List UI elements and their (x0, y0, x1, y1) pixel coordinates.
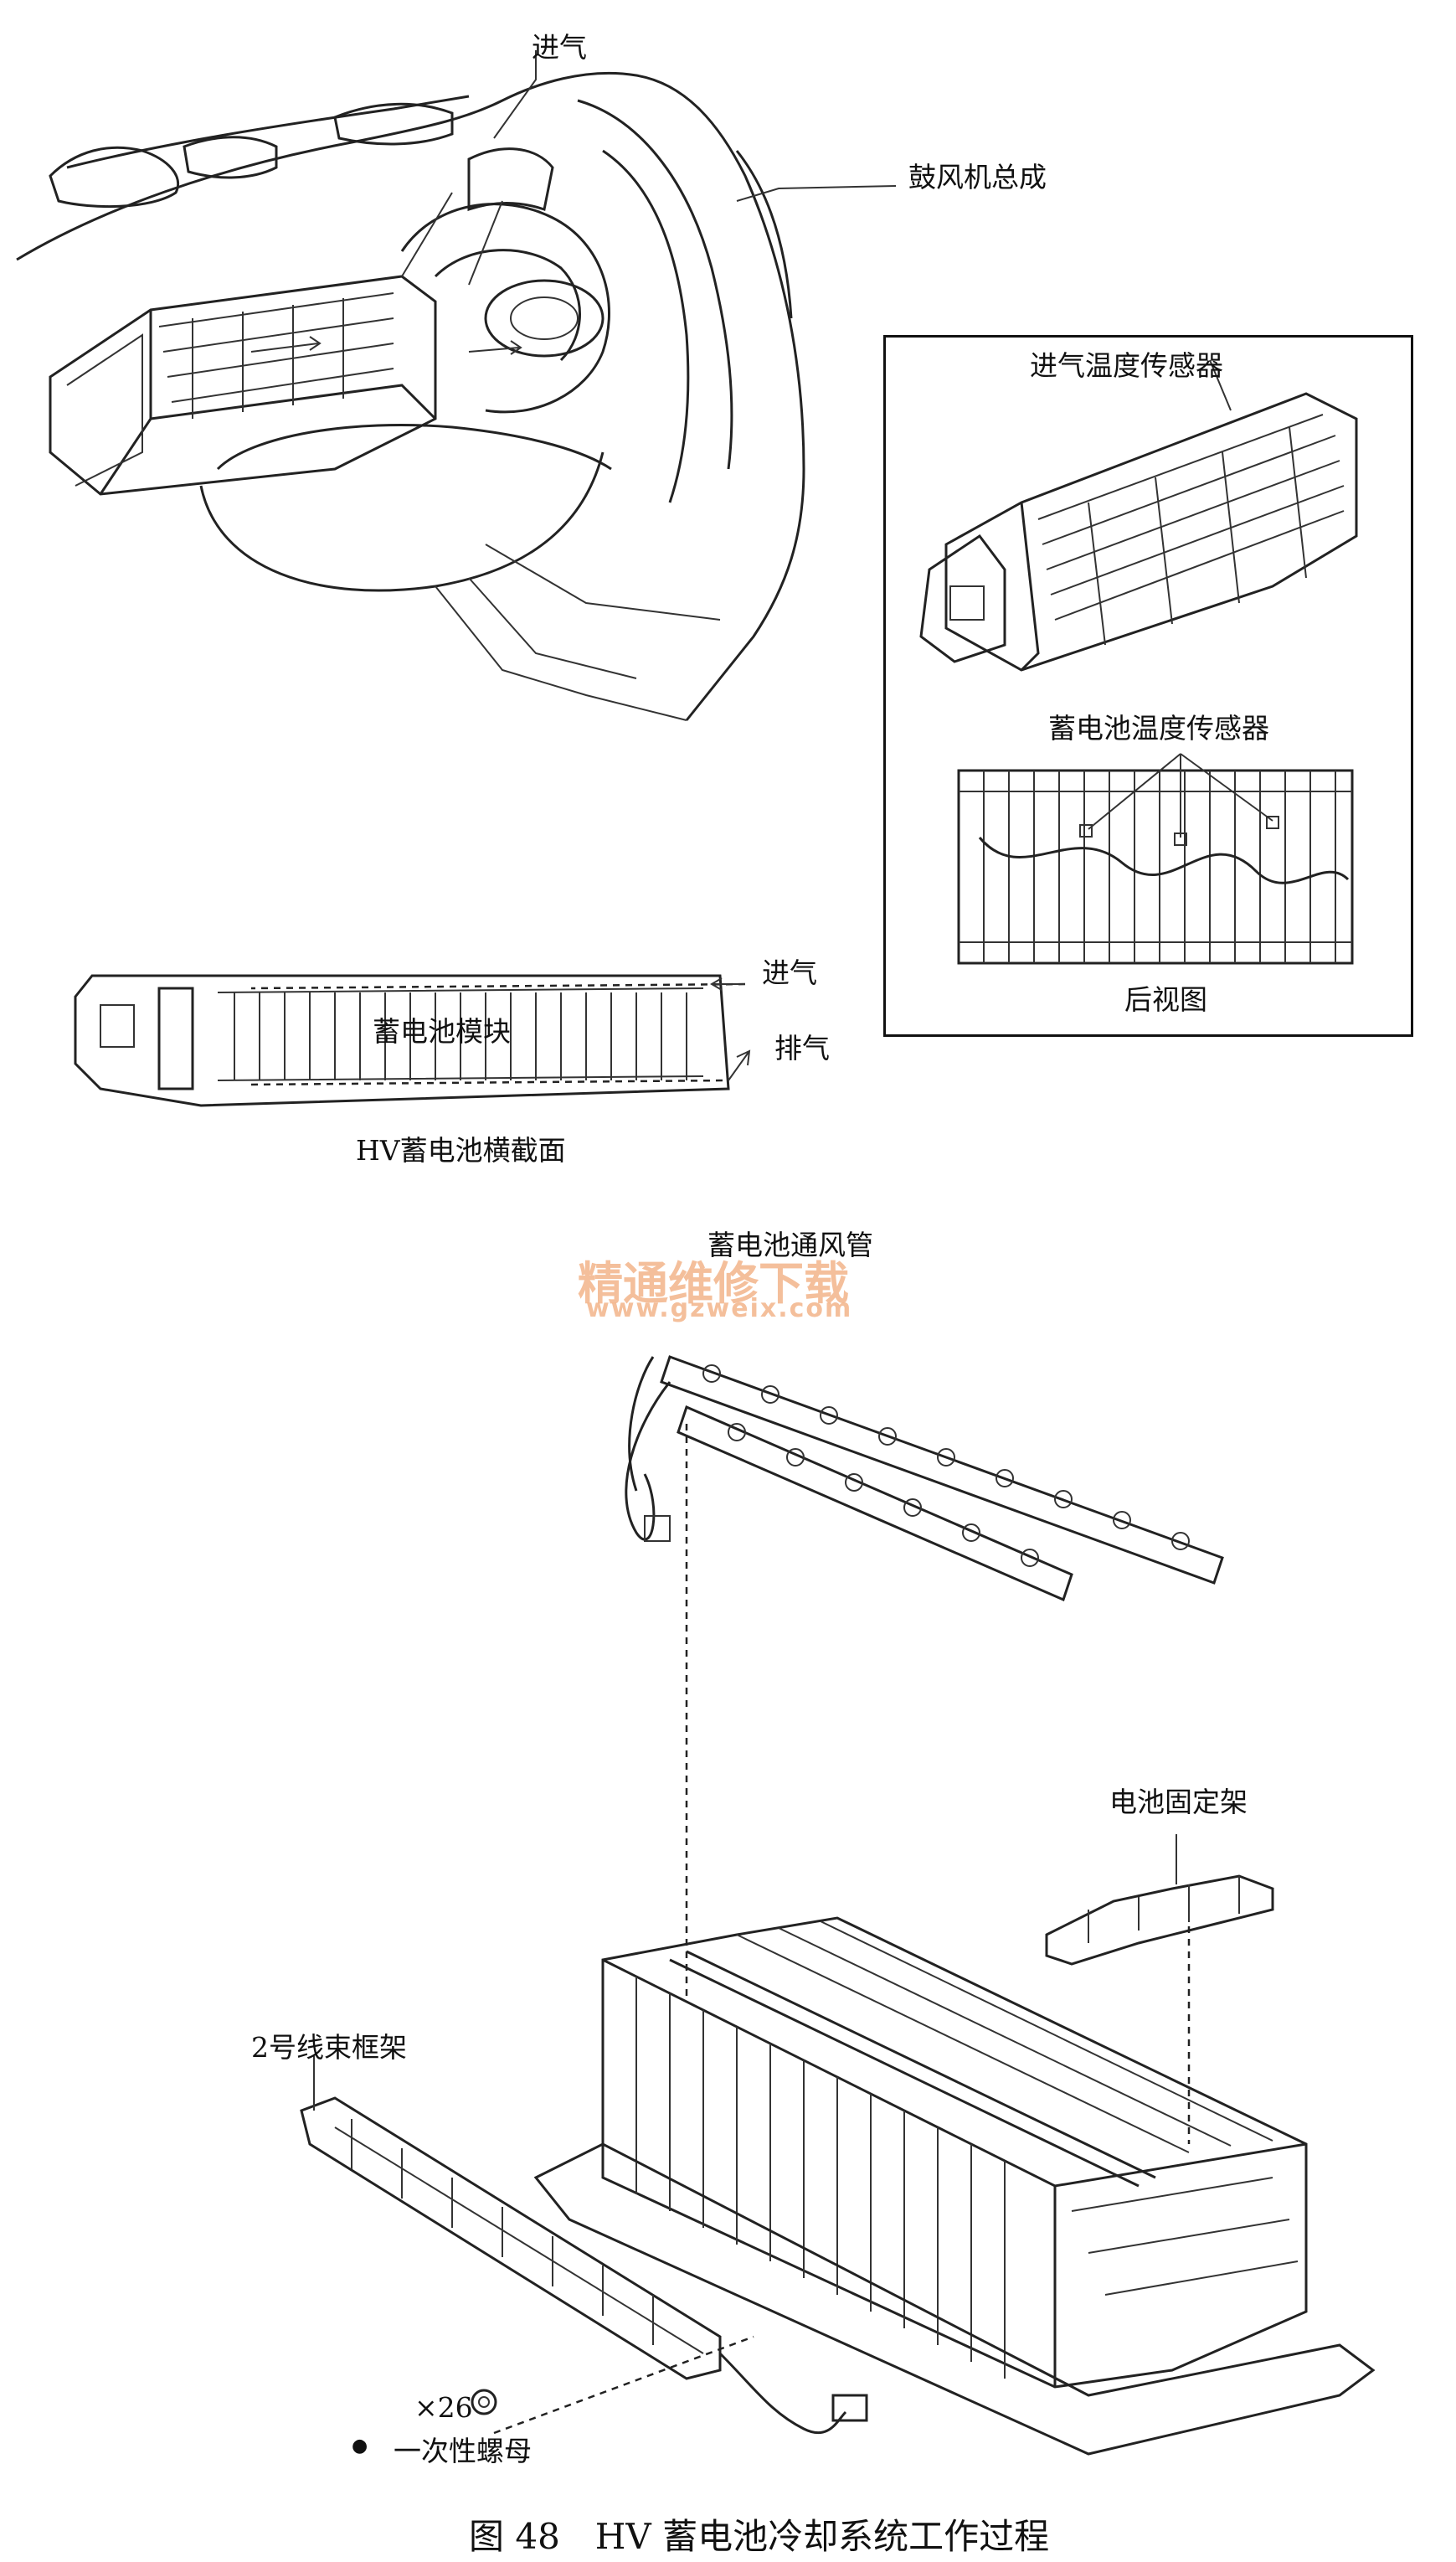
label-nut-count: ×26 (414, 2391, 473, 2424)
label-battery-temp-sensor: 蓄电池温度传感器 (1048, 712, 1269, 745)
label-cross-section: HV蓄电池横截面 (356, 1134, 566, 1167)
nut-bullet: ● (352, 2436, 368, 2456)
sensor-inset-drawing (919, 359, 1358, 965)
bracket-drawing (1045, 1834, 1274, 2144)
harness-frame-drawing (300, 2056, 868, 2435)
label-vent-duct: 蓄电池通风管 (707, 1229, 873, 1261)
battery-assembly-drawing (533, 1916, 1376, 2456)
watermark-cn: 精通维修下载 (578, 1257, 849, 1310)
trunk-illustration (16, 50, 897, 721)
watermark-url: www.gzweix.com (586, 1294, 853, 1323)
label-rear-view: 后视图 (1124, 983, 1207, 1016)
sensor-inset-frame (883, 335, 1413, 1037)
label-exhaust-side: 排气 (774, 1032, 830, 1064)
label-disposable-nut: 一次性螺母 (394, 2435, 532, 2467)
cross-section-drawing (74, 974, 751, 1107)
label-battery-module: 蓄电池模块 (373, 1015, 511, 1048)
label-intake-temp-sensor: 进气温度传感器 (1030, 349, 1223, 382)
label-battery-bracket: 电池固定架 (1109, 1786, 1248, 1818)
label-intake-side: 进气 (762, 956, 817, 989)
label-intake-top: 进气 (532, 31, 587, 64)
label-blower-assembly: 鼓风机总成 (908, 161, 1047, 193)
vent-duct-drawing (625, 1355, 1224, 2002)
figure-caption: 图 48 HV 蓄电池冷却系统工作过程 (469, 2516, 1050, 2557)
label-harness-frame: 2号线束框架 (251, 2031, 407, 2064)
